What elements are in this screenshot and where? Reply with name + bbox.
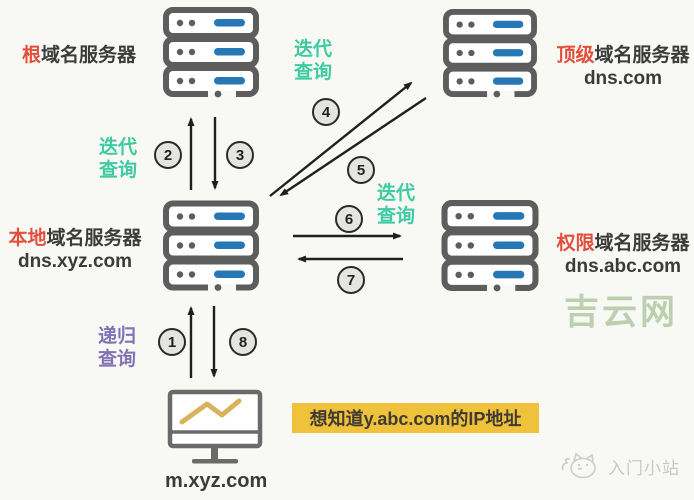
local-domain: dns.xyz.com bbox=[17, 251, 133, 272]
watermark-bottom: 入门小站 bbox=[560, 450, 680, 482]
query-callout: 想知道y.abc.com的IP地址 bbox=[292, 403, 539, 433]
client-domain-label: m.xyz.com bbox=[165, 470, 268, 492]
cat-doodle-icon bbox=[560, 450, 602, 482]
root-name-rest: 域名服务器 bbox=[41, 45, 137, 66]
step-circle-3: 3 bbox=[226, 141, 254, 169]
client-monitor-icon bbox=[167, 388, 263, 468]
step-circle-8: 8 bbox=[229, 328, 257, 356]
iterative-query-label-top: 迭代 查询 bbox=[293, 39, 332, 83]
step-circle-6: 6 bbox=[335, 205, 363, 233]
tld-name-highlight: 顶级 bbox=[556, 45, 595, 66]
tld-server-icon bbox=[442, 8, 538, 99]
tld-name-rest: 域名服务器 bbox=[594, 45, 690, 66]
watermark-center: 吉云网 bbox=[563, 293, 678, 332]
arrow-step-4 bbox=[269, 81, 413, 197]
step-circle-7: 7 bbox=[337, 266, 365, 294]
auth-name-highlight: 权限 bbox=[556, 233, 595, 254]
root-server-label: 根域名服务器 bbox=[4, 44, 154, 67]
root-server-icon bbox=[162, 6, 260, 99]
local-name-highlight: 本地 bbox=[8, 228, 47, 249]
auth-name-rest: 域名服务器 bbox=[594, 233, 690, 254]
recursive-query-label: 递归 查询 bbox=[97, 326, 136, 370]
auth-server-icon bbox=[440, 199, 540, 293]
tld-server-label: 顶级域名服务器 dns.com bbox=[552, 44, 694, 90]
auth-server-label: 权限域名服务器 dns.abc.com bbox=[552, 232, 694, 278]
iterative-query-label-left: 迭代 查询 bbox=[98, 137, 137, 181]
root-name-highlight: 根 bbox=[21, 45, 41, 66]
step-circle-1: 1 bbox=[158, 328, 186, 356]
step-circle-4: 4 bbox=[312, 98, 340, 126]
watermark-bottom-text: 入门小站 bbox=[608, 458, 680, 478]
iterative-query-label-right: 迭代 查询 bbox=[376, 183, 415, 227]
auth-domain: dns.abc.com bbox=[564, 256, 682, 277]
local-server-label: 本地域名服务器 dns.xyz.com bbox=[0, 227, 150, 273]
tld-domain: dns.com bbox=[583, 68, 663, 89]
local-server-icon bbox=[162, 199, 260, 293]
step-circle-2: 2 bbox=[154, 141, 182, 169]
step-circle-5: 5 bbox=[347, 156, 375, 184]
local-name-rest: 域名服务器 bbox=[46, 228, 142, 249]
arrow-step-5 bbox=[279, 97, 427, 197]
